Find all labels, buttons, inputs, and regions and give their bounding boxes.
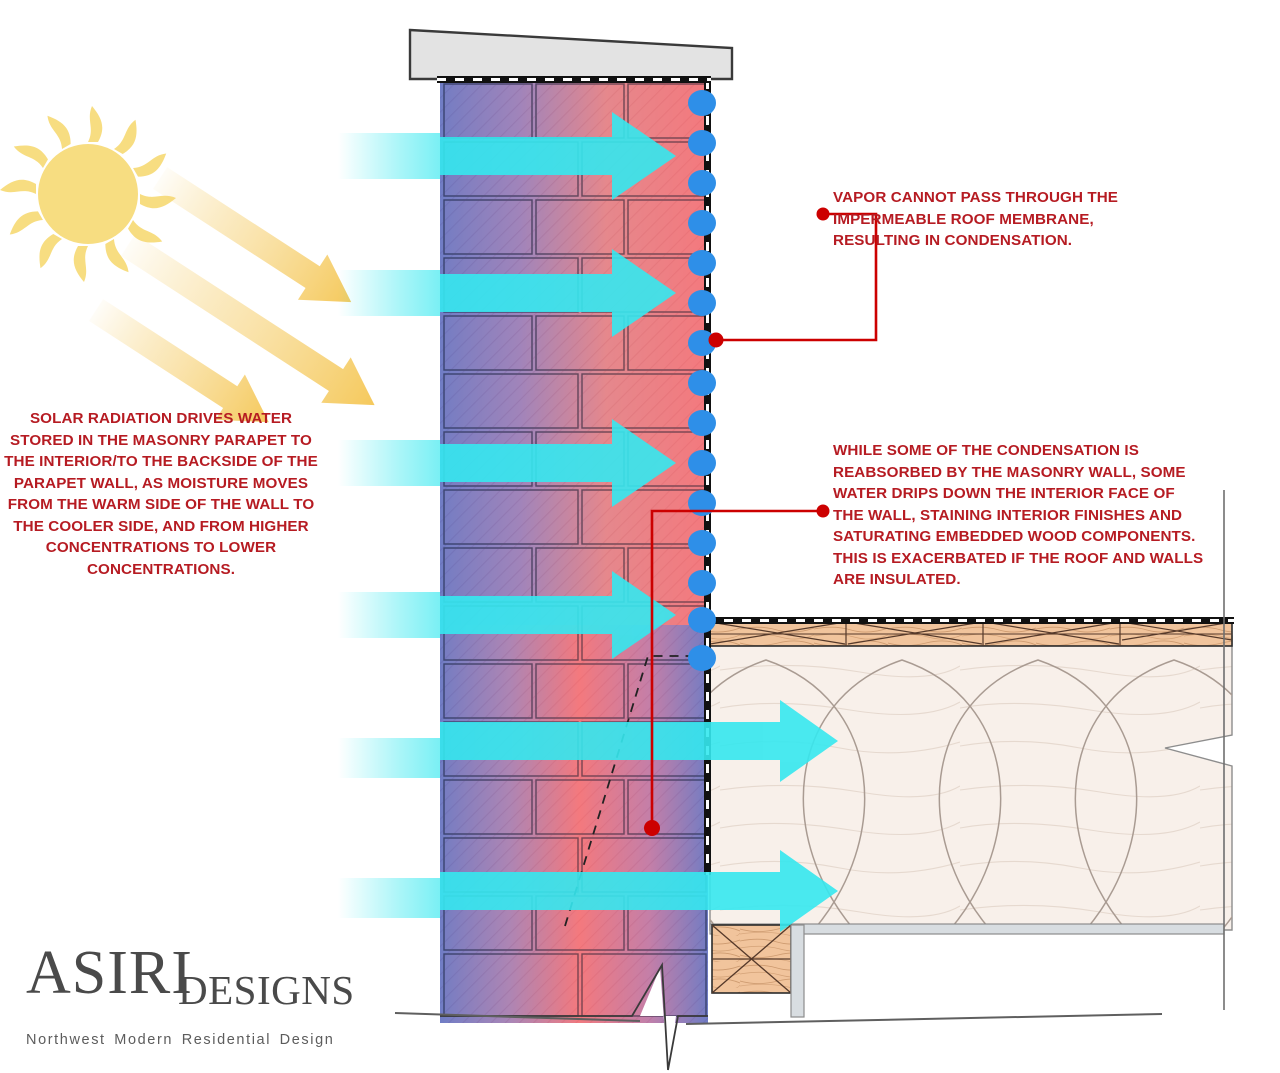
- logo-secondary-text: DESIGNS: [178, 967, 355, 1013]
- leader-dot-membrane: [708, 332, 724, 348]
- droplet-icon: [688, 570, 716, 596]
- leader-bullet-top-right: [816, 207, 830, 221]
- parapet-coping-cap: [408, 28, 734, 83]
- droplet-icon: [688, 290, 716, 316]
- droplet-icon: [688, 130, 716, 156]
- droplet-icon: [688, 410, 716, 436]
- asiri-designs-logo: ASIRI DESIGNS Northwest Modern Residenti…: [26, 939, 366, 1048]
- wood-blocking: [711, 924, 805, 1018]
- droplet-icon: [688, 645, 716, 671]
- insulation-batt-loops: [710, 659, 1232, 930]
- masonry-parapet-wall: [440, 80, 710, 1073]
- droplet-icon: [688, 490, 716, 516]
- vapor-arrow: [440, 571, 676, 659]
- leader-bullet-mid-right: [816, 504, 830, 518]
- droplet-icon: [688, 210, 716, 236]
- vapor-arrow: [440, 700, 838, 782]
- annotation-solar-radiation: SOLAR RADIATION DRIVES WATER STORED IN T…: [4, 410, 318, 579]
- leader-line-membrane: [718, 212, 878, 342]
- annotation-condensation-damage: WHILE SOME OF THE CONDENSATION IS REABSO…: [833, 442, 1204, 589]
- droplet-icon: [688, 90, 716, 116]
- vapor-drive-arrows: [440, 112, 838, 932]
- vapor-arrow: [440, 112, 676, 200]
- condensation-droplets: [688, 90, 716, 671]
- ground-line: [394, 1012, 1163, 1025]
- logo-tagline: Northwest Modern Residential Design: [26, 1032, 335, 1048]
- leader-dot-condensation: [644, 820, 660, 836]
- logo-wordmark: ASIRI DESIGNS: [26, 939, 366, 1013]
- vapor-arrow: [440, 850, 838, 932]
- droplet-icon: [688, 530, 716, 556]
- leader-line-condensation: [650, 509, 820, 826]
- solar-ray-arrow: [120, 234, 375, 406]
- droplet-icon: [688, 607, 716, 633]
- droplet-icon: [688, 330, 716, 356]
- impermeable-roof-membrane: [706, 617, 1234, 624]
- annotation-vapor-membrane: VAPOR CANNOT PASS THROUGH THE IMPERMEABL…: [833, 189, 1119, 250]
- solar-ray-arrow: [88, 299, 269, 423]
- sun-icon: [0, 106, 176, 282]
- droplet-icon: [688, 450, 716, 476]
- vapor-arrow: [440, 249, 676, 337]
- droplet-icon: [688, 250, 716, 276]
- roof-assembly: [706, 490, 1234, 1010]
- solar-ray-arrow: [152, 167, 352, 303]
- leader-lines: [650, 212, 878, 826]
- droplet-icon: [688, 170, 716, 196]
- sheathing-board-marks: [709, 621, 1233, 646]
- logo-primary-text: ASIRI: [26, 939, 193, 1007]
- leader-dots: [644, 207, 830, 836]
- droplet-icon: [688, 370, 716, 396]
- vapor-arrow: [440, 419, 676, 507]
- vapor-stream-tails: [338, 133, 450, 918]
- wall-break-line: [440, 961, 708, 1071]
- solar-radiation-arrows: [88, 167, 375, 423]
- thermal-gradient-lower: [440, 625, 708, 1023]
